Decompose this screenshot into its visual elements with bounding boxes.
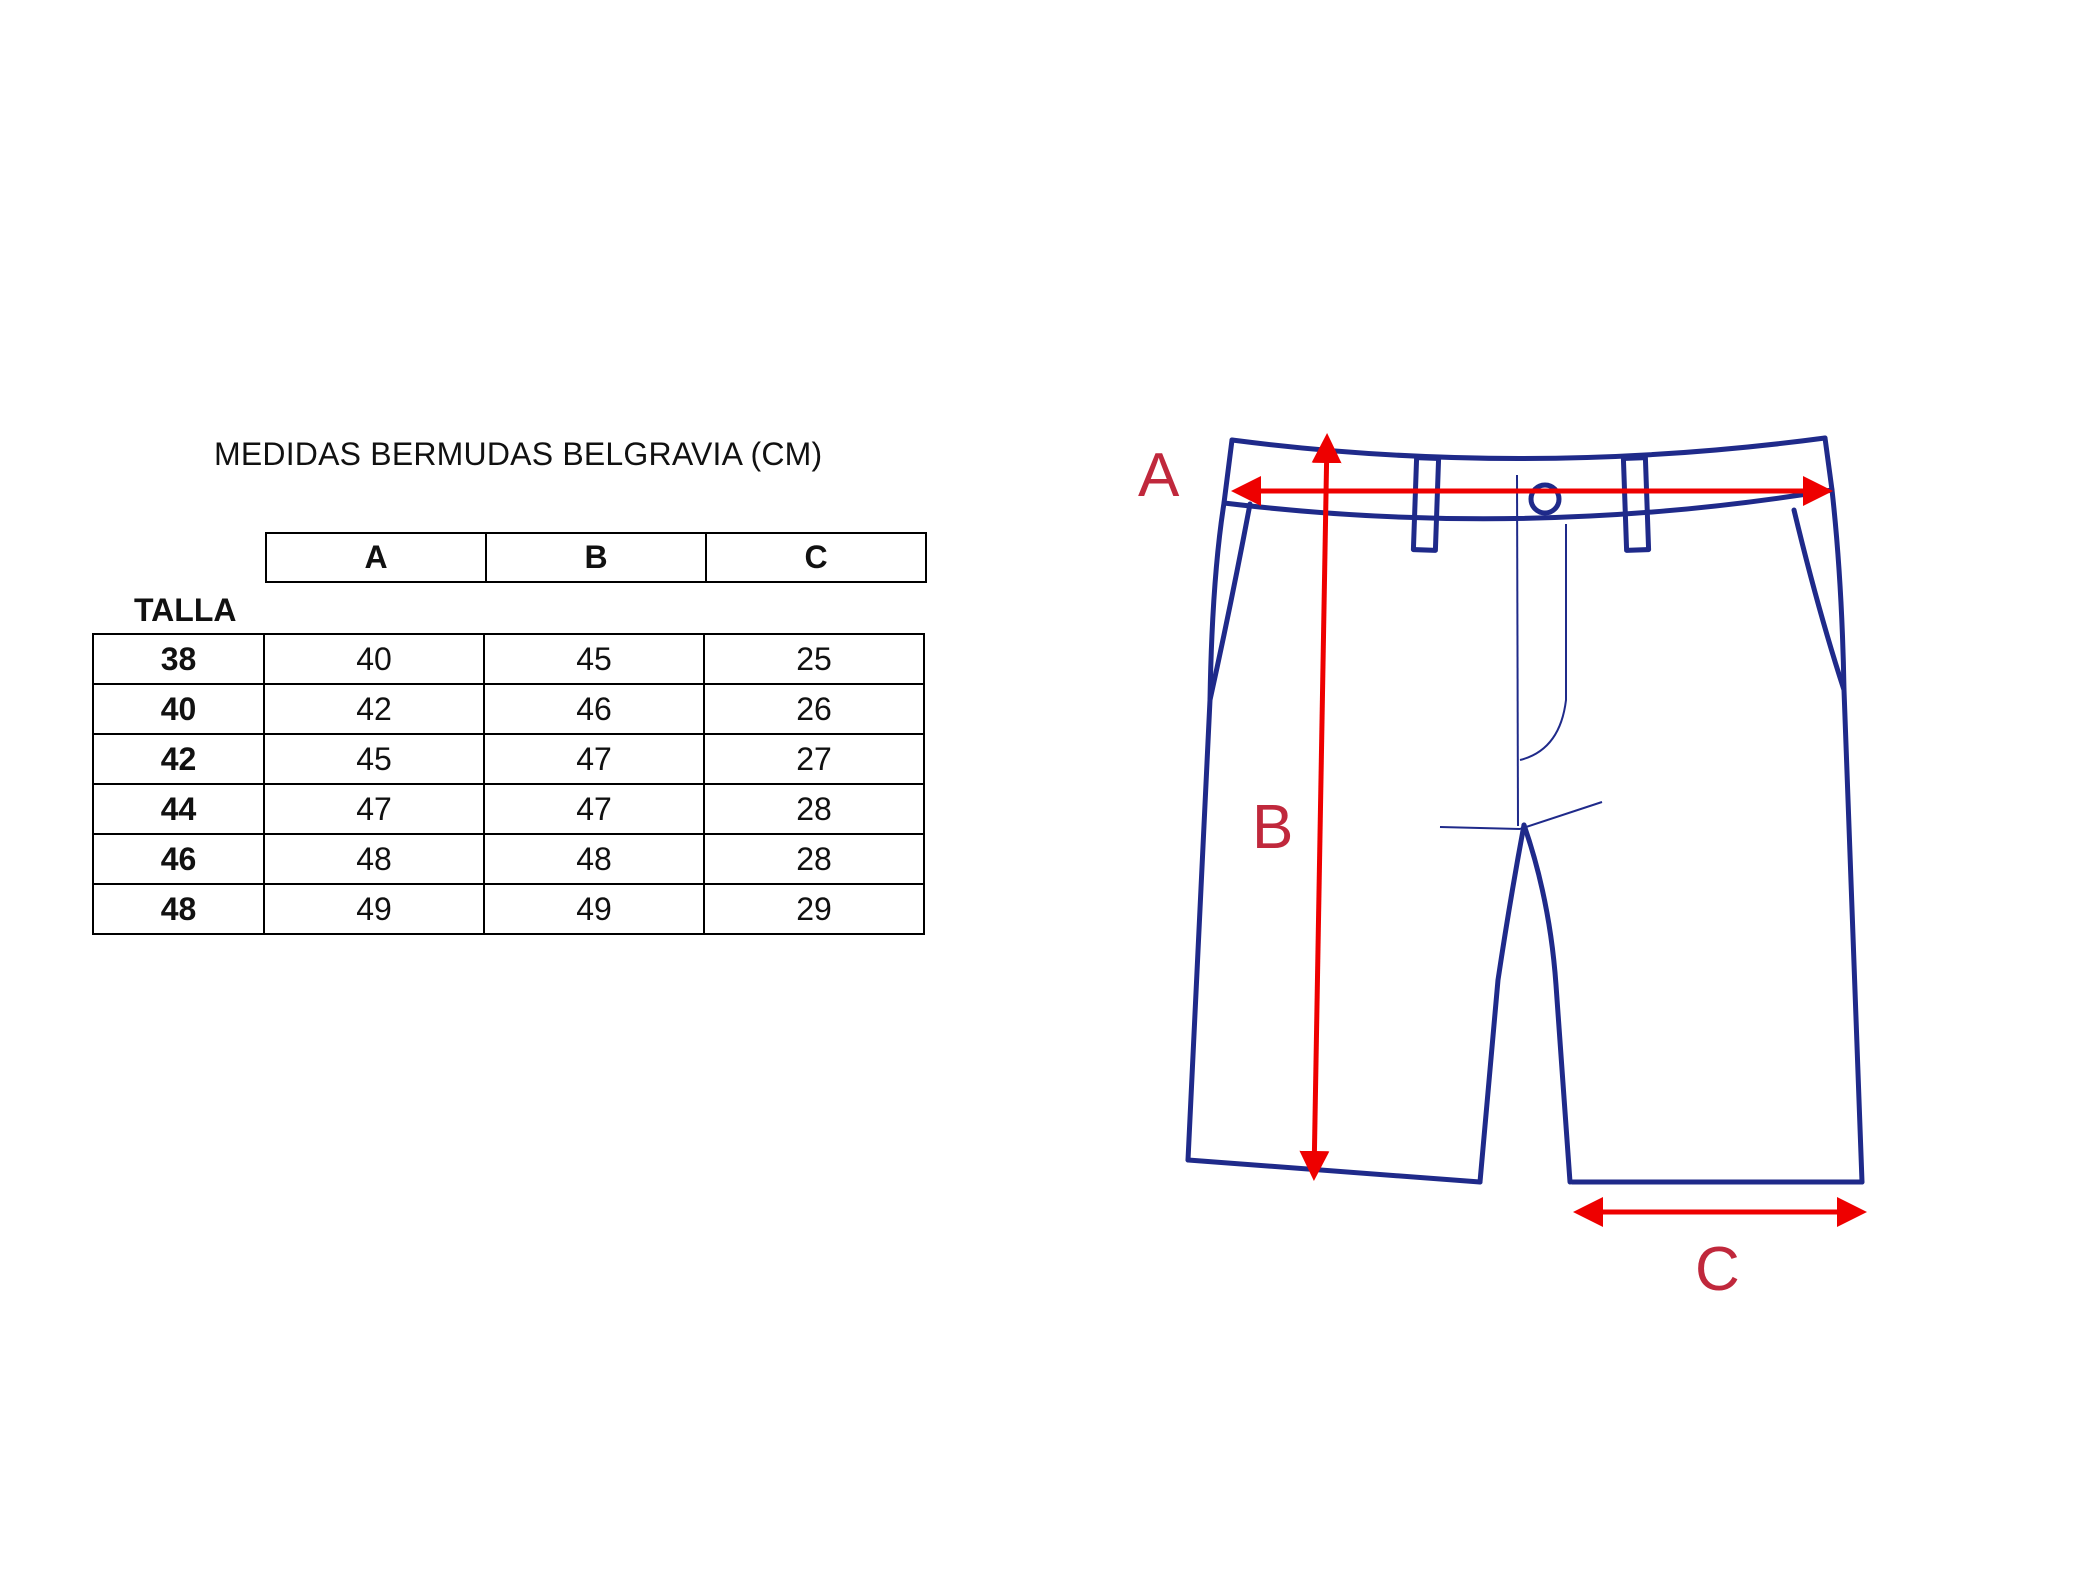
table-row: 46 48 48 28 — [92, 833, 925, 885]
value-cell-c: 28 — [703, 833, 925, 885]
value-cell-a: 45 — [263, 733, 485, 785]
value-cell-a: 49 — [263, 883, 485, 935]
value-cell-a: 40 — [263, 633, 485, 685]
value-cell-b: 49 — [483, 883, 705, 935]
label-a: A — [1138, 441, 1180, 510]
shorts-outline — [1185, 435, 1865, 1185]
arrow-b — [1299, 433, 1342, 1181]
page-title: MEDIDAS BERMUDAS BELGRAVIA (CM) — [214, 436, 823, 472]
value-cell-c: 25 — [703, 633, 925, 685]
value-cell-b: 46 — [483, 683, 705, 735]
size-table: 38 40 45 25 40 42 46 26 42 45 47 27 44 4… — [92, 633, 925, 935]
column-header-c: C — [705, 532, 927, 583]
value-cell-b: 47 — [483, 783, 705, 835]
label-b: B — [1252, 793, 1293, 862]
size-cell: 44 — [92, 783, 265, 835]
table-row: 40 42 46 26 — [92, 683, 925, 735]
table-row: 42 45 47 27 — [92, 733, 925, 785]
size-cell: 38 — [92, 633, 265, 685]
size-table-header: A B C — [265, 532, 927, 583]
column-header-a: A — [265, 532, 487, 583]
table-row: 44 47 47 28 — [92, 783, 925, 835]
value-cell-c: 26 — [703, 683, 925, 735]
value-cell-a: 42 — [263, 683, 485, 735]
value-cell-b: 48 — [483, 833, 705, 885]
size-cell: 42 — [92, 733, 265, 785]
table-row: 38 40 45 25 — [92, 633, 925, 685]
measurement-arrows — [1231, 433, 1867, 1227]
value-cell-a: 47 — [263, 783, 485, 835]
fly-stitching — [1439, 474, 1603, 830]
value-cell-a: 48 — [263, 833, 485, 885]
value-cell-b: 45 — [483, 633, 705, 685]
value-cell-c: 27 — [703, 733, 925, 785]
talla-label: TALLA — [134, 592, 237, 628]
table-row: 48 49 49 29 — [92, 883, 925, 935]
size-cell: 46 — [92, 833, 265, 885]
column-header-b: B — [485, 532, 707, 583]
size-cell: 48 — [92, 883, 265, 935]
shorts-measurement-diagram: A B C — [1138, 433, 1867, 1304]
size-cell: 40 — [92, 683, 265, 735]
value-cell-c: 29 — [703, 883, 925, 935]
value-cell-c: 28 — [703, 783, 925, 835]
value-cell-b: 47 — [483, 733, 705, 785]
measurement-labels: A B C — [1138, 441, 1740, 1304]
label-c: C — [1695, 1235, 1740, 1304]
